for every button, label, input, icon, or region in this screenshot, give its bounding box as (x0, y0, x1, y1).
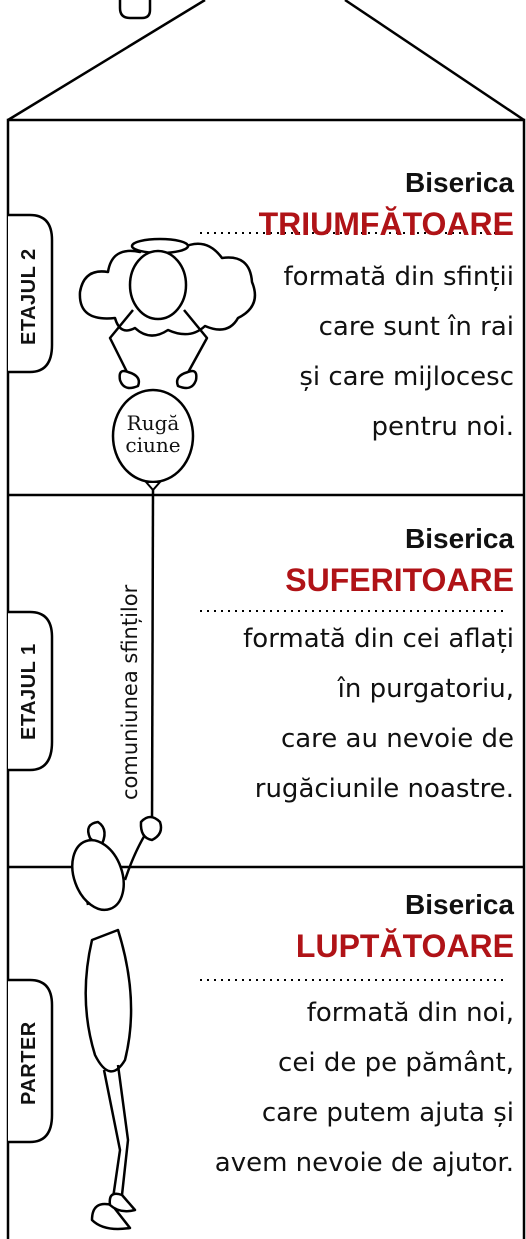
church-word: Biserica (405, 523, 514, 554)
roof-right-edge (344, 0, 525, 122)
balloon-label-line-2: ciune (125, 433, 181, 457)
church-name-suferitoare: SUFERITOARE (285, 562, 514, 598)
balloon-string (150, 489, 155, 829)
section-parter: Biserica LUPTĂTOARE formată din noi, cei… (184, 888, 514, 1188)
description-line: în purgatoriu, (337, 674, 514, 704)
description-line: avem nevoie de ajutor. (214, 1148, 514, 1178)
description-line: formată din sfinții (283, 262, 514, 292)
section-etajul-1: Biserica SUFERITOARE formată din cei afl… (184, 522, 514, 814)
church-name-luptatoare: LUPTĂTOARE (295, 928, 514, 964)
description-line: care au nevoie de (280, 724, 514, 754)
description-line: și care mijlocesc (299, 362, 514, 392)
description-line: care sunt în rai (318, 312, 514, 342)
communion-of-saints-label: comuniunea sfinților (118, 584, 142, 800)
church-word: Biserica (405, 167, 514, 198)
person-icon (71, 815, 163, 1231)
prayer-balloon-icon (111, 388, 195, 492)
description-line: formată din noi, (306, 998, 514, 1028)
level-tab-etajul-2 (8, 213, 54, 374)
balloon-label: Rugă ciune (113, 412, 193, 456)
level-label-parter: PARTER (18, 1021, 40, 1105)
church-name-triumfatoare: TRIUMFĂTOARE (258, 206, 514, 242)
level-tab-parter (8, 978, 54, 1144)
description-line: formată din cei aflați (243, 624, 514, 654)
level-tab-etajul-1 (8, 610, 54, 772)
roof-left-edge (7, 0, 206, 122)
description-line: pentru noi. (371, 412, 514, 442)
balloon-label-line-1: Rugă (126, 411, 180, 435)
church-word: Biserica (405, 889, 514, 920)
description-line: care putem ajuta și (261, 1098, 514, 1128)
angel-icon (78, 237, 257, 390)
section-etajul-2: Biserica TRIUMFĂTOARE formată din sfinți… (184, 166, 514, 452)
level-label-etajul-1: ETAJUL 1 (18, 643, 40, 740)
level-label-etajul-2: ETAJUL 2 (18, 248, 40, 345)
chimney (118, 0, 152, 20)
description-line: cei de pe pământ, (278, 1048, 514, 1078)
description-line: rugăciunile noastre. (254, 774, 514, 804)
